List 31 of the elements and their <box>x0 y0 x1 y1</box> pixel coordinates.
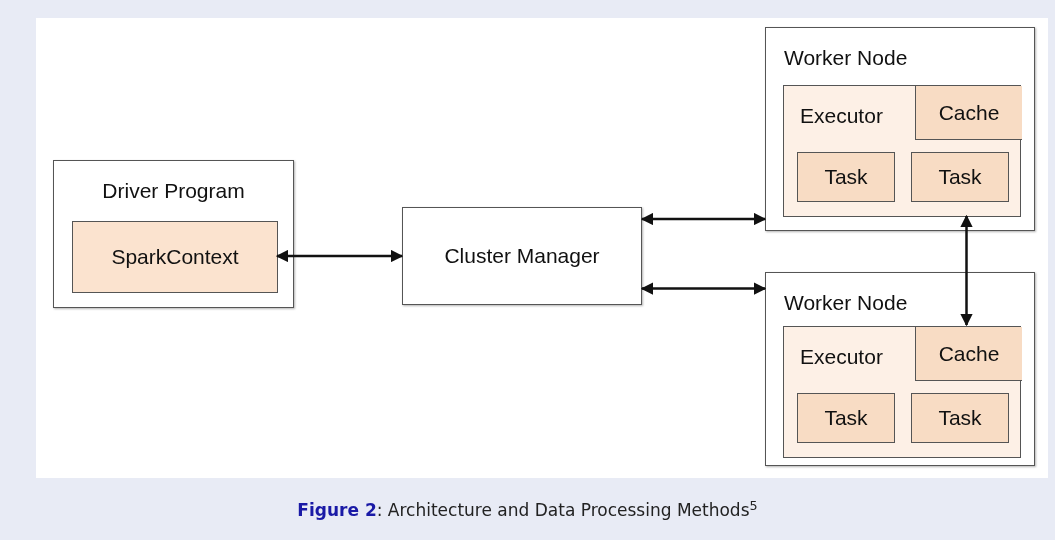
cache-box <box>915 86 1022 140</box>
task-box <box>911 393 1009 443</box>
executor-box <box>783 85 1021 217</box>
worker-box <box>765 27 1035 231</box>
box-label: Cache <box>938 340 1000 367</box>
manager-box <box>402 207 642 305</box>
box-label: Task <box>938 164 982 191</box>
worker-box <box>765 272 1035 466</box>
context-box <box>72 221 278 293</box>
box-label: SparkContext <box>111 244 239 271</box>
double-arrow <box>640 282 767 295</box>
executor-box <box>783 326 1021 458</box>
box-label: Task <box>824 164 868 191</box>
task-box <box>797 152 895 202</box>
cache-box <box>915 327 1022 381</box>
box-label: Cache <box>938 99 1000 126</box>
box-label: Task <box>824 405 868 432</box>
box-label: Cluster Manager <box>444 243 600 270</box>
double-arrow <box>960 214 973 327</box>
box-label: Task <box>938 405 982 432</box>
task-box <box>797 393 895 443</box>
double-arrow <box>640 212 767 226</box>
box-heading: Driver Program <box>102 178 245 204</box>
box-label: Executor <box>800 103 883 129</box>
box-heading: Worker Node <box>784 290 908 316</box>
task-box <box>911 152 1009 202</box>
program-box <box>53 160 294 308</box>
box-label: Executor <box>800 344 883 370</box>
figure-caption: Figure 2: Architecture and Data Processing Methods$^{5}$ <box>296 498 759 522</box>
double-arrow <box>275 249 404 263</box>
box-heading: Worker Node <box>784 45 908 71</box>
